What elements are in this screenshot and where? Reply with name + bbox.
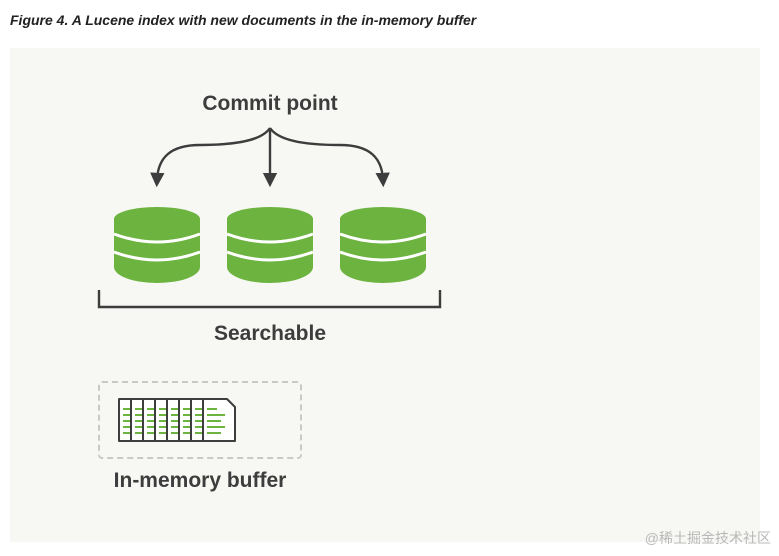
arrow-right (269, 127, 390, 188)
document-icon (202, 398, 236, 442)
commit-point-label: Commit point (202, 92, 338, 115)
watermark: @稀土掘金技术社区 (644, 530, 771, 546)
segment-icon (339, 207, 427, 283)
document-stack (118, 398, 236, 442)
figure-caption: Figure 4. A Lucene index with new docume… (10, 12, 477, 28)
commit-arrows (150, 127, 390, 188)
segment-icon (226, 207, 314, 283)
segment-icon (113, 207, 201, 283)
searchable-label: Searchable (213, 322, 327, 345)
arrow-left (150, 127, 271, 188)
in-memory-buffer-label: In-memory buffer (113, 469, 287, 492)
diagram-panel (10, 48, 760, 542)
buffer-box (98, 381, 302, 459)
searchable-bracket (97, 290, 442, 309)
